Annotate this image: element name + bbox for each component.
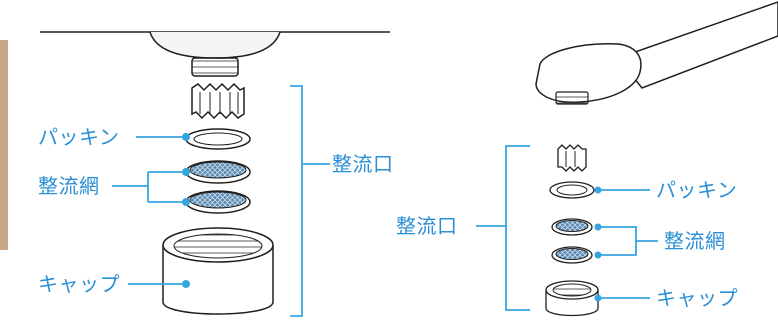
right-aerator-core <box>557 144 587 172</box>
right-cap-label: キャップ <box>656 286 738 310</box>
right-leader-dots <box>594 186 602 302</box>
left-cap <box>162 227 274 315</box>
background-wood-strip <box>0 40 8 250</box>
right-packing-ring <box>549 181 595 199</box>
left-faucet-body <box>40 31 390 77</box>
left-screen-upper <box>185 160 251 184</box>
left-leader-dots <box>182 133 190 288</box>
right-screen-upper <box>551 218 593 236</box>
left-packing-label: パッキン <box>38 125 120 149</box>
left-cap-label: キャップ <box>38 272 120 296</box>
right-packing-label: パッキン <box>656 178 738 202</box>
left-screen-lower <box>185 190 251 214</box>
left-leader-lines <box>112 85 330 317</box>
left-screen-label: 整流網 <box>38 174 100 198</box>
left-aerator-core <box>191 82 245 120</box>
right-screen-lower <box>551 246 593 264</box>
right-aerator-label: 整流口 <box>396 214 458 238</box>
right-screen-label: 整流網 <box>664 229 726 253</box>
right-leader-lines <box>476 145 658 311</box>
right-cap <box>545 280 599 317</box>
left-aerator-label: 整流口 <box>332 152 394 176</box>
right-faucet-spout <box>535 1 778 105</box>
left-packing-ring <box>185 128 251 150</box>
